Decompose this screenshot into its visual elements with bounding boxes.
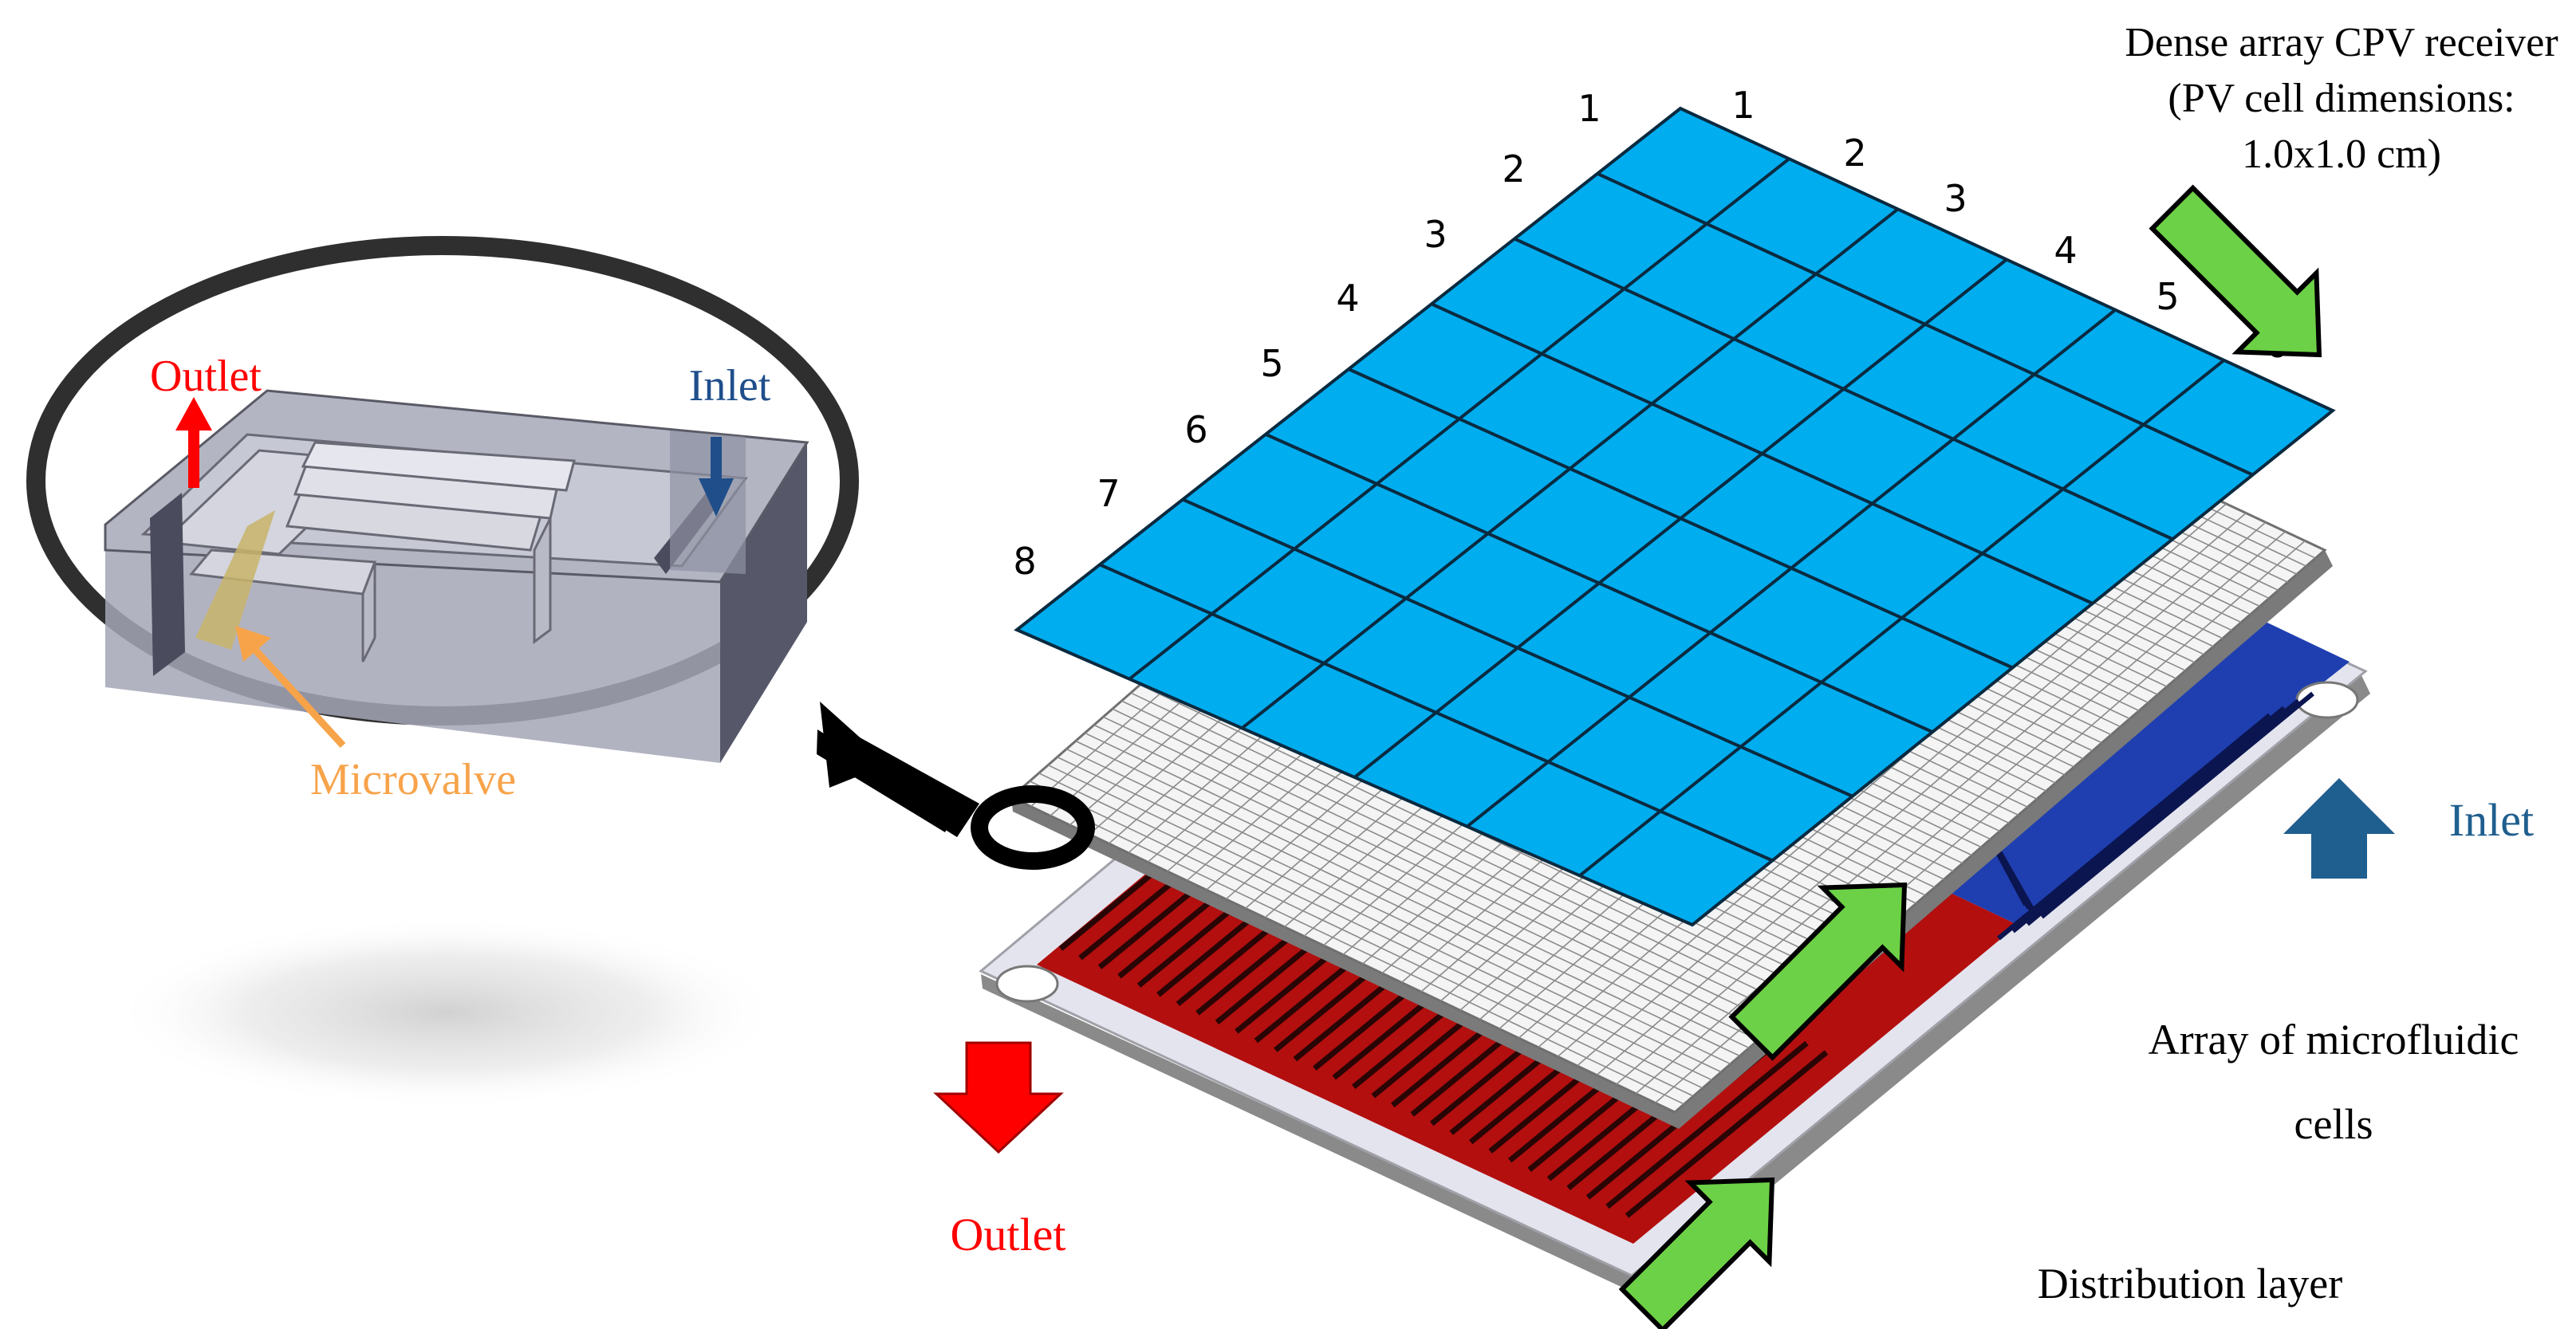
distribution-channel <box>2040 691 2314 919</box>
row-number: 4 <box>1336 277 1359 320</box>
column-number: 4 <box>2054 229 2077 272</box>
micro-grid-line <box>1596 512 2247 1076</box>
distribution-channel <box>2011 706 2286 934</box>
receiver-label: Dense array CPV receiver (PV cell dimens… <box>2125 20 2558 177</box>
inset-shadow <box>112 917 782 1108</box>
distribution-channel <box>1997 713 2271 941</box>
receiver-arrow-icon <box>2149 184 2322 358</box>
pv-grid-line <box>1466 309 2117 828</box>
row-number: 2 <box>1502 147 1525 191</box>
receiver-label-line1: Dense array CPV receiver <box>2125 20 2558 65</box>
row-number: 5 <box>1260 342 1283 385</box>
micro-grid-line <box>1635 531 2286 1095</box>
outlet-arrow-icon <box>933 1041 1064 1154</box>
pv-grid-line <box>1578 359 2225 877</box>
distribution-channel <box>2026 698 2300 926</box>
row-number: 1 <box>1578 87 1601 130</box>
column-number: 3 <box>1944 177 1967 220</box>
distribution-channel <box>1605 1040 1809 1209</box>
row-number: 8 <box>1013 540 1036 583</box>
micro-grid-line <box>1616 521 2267 1085</box>
pv-grid-line <box>1128 157 1790 681</box>
pv-row-numbers: 1 2 3 4 5 6 7 8 <box>1013 87 1601 583</box>
receiver-label-line2: (PV cell dimensions: <box>2168 76 2515 121</box>
inlet-arrow-icon <box>2283 778 2395 879</box>
microfluidic-label-line1: Array of microfluidic <box>2149 1016 2519 1064</box>
pv-array <box>1014 106 2336 927</box>
column-number: 2 <box>1843 132 1866 175</box>
microfluidic-arrow-icon <box>1728 882 1908 1061</box>
column-number: 1 <box>1731 84 1755 127</box>
distribution-label: Distribution layer <box>2038 1260 2342 1307</box>
outlet-label: Outlet <box>951 1209 1066 1260</box>
inlet-label: Inlet <box>2449 794 2534 846</box>
magnify-callout <box>817 702 1095 870</box>
microvalve-label: Microvalve <box>310 755 516 804</box>
receiver-label-line3: 1.0x1.0 cm) <box>2242 132 2441 177</box>
inset-outlet-label: Outlet <box>150 352 262 401</box>
microfluidic-label-line2: cells <box>2294 1100 2373 1148</box>
distribution-arrow-icon <box>1618 1177 1775 1329</box>
outlet-hole <box>995 965 1059 1003</box>
row-number: 6 <box>1184 408 1207 451</box>
pv-grid-line <box>1353 258 2008 779</box>
micro-grid-line <box>1577 503 2227 1067</box>
row-number: 7 <box>1097 472 1120 515</box>
distribution-channel <box>1625 1050 1829 1218</box>
column-number: 5 <box>2156 275 2179 318</box>
inset-inlet-label: Inlet <box>689 361 771 411</box>
inset-view <box>26 236 859 763</box>
pv-grid-line <box>1241 207 1899 729</box>
row-number: 3 <box>1424 213 1447 256</box>
